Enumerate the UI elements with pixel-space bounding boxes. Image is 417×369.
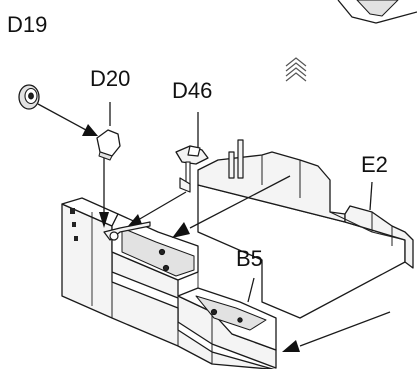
label-d19: D19: [7, 12, 47, 37]
label-d46: D46: [172, 78, 212, 103]
direction-arrow-icon: [285, 57, 307, 82]
label-d20: D20: [90, 66, 130, 91]
base-frame-e2: [197, 139, 414, 319]
assembly-arrows: [37, 103, 391, 352]
bumper-b5: [61, 197, 277, 369]
part-d19: [18, 84, 40, 110]
part-d46: [175, 112, 209, 193]
upper-component-fragment: [337, 0, 417, 24]
part-d20: [96, 102, 121, 161]
label-e2: E2: [361, 152, 388, 177]
label-b5: B5: [236, 246, 263, 271]
